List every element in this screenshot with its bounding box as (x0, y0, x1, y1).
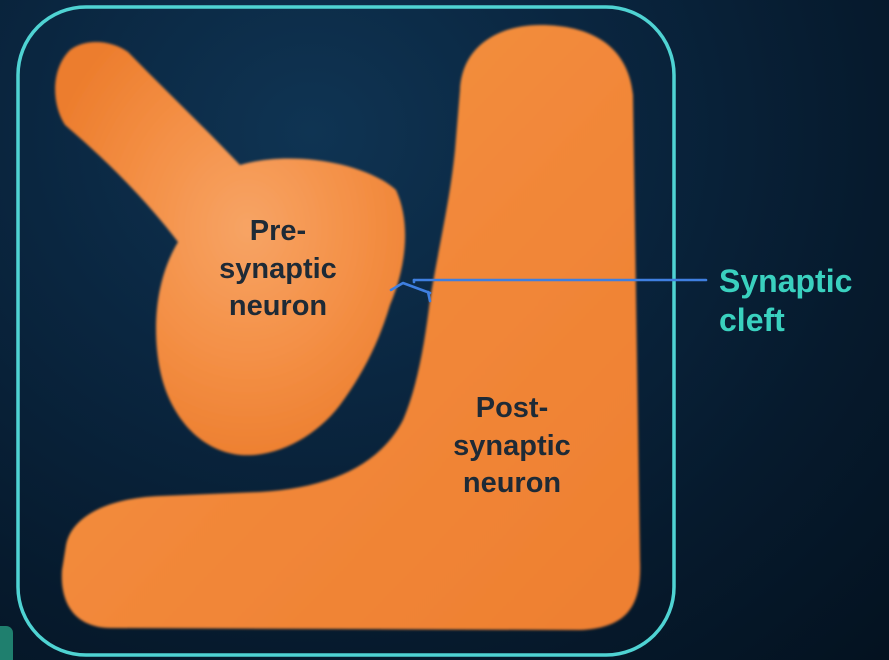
corner-tab (0, 626, 13, 660)
synaptic-cleft-label-line-1: Synaptic (719, 262, 887, 301)
synaptic-cleft-label-line-2: cleft (719, 301, 887, 340)
presynaptic-label: Pre- synaptic neuron (178, 213, 378, 326)
postsynaptic-label-line-1: Post- (412, 390, 612, 428)
presynaptic-label-line-3: neuron (178, 288, 378, 326)
presynaptic-label-line-2: synaptic (178, 251, 378, 289)
postsynaptic-label-line-2: synaptic (412, 428, 612, 466)
synaptic-cleft-label: Synaptic cleft (719, 262, 887, 340)
postsynaptic-label: Post- synaptic neuron (412, 390, 612, 503)
postsynaptic-label-line-3: neuron (412, 465, 612, 503)
presynaptic-label-line-1: Pre- (178, 213, 378, 251)
